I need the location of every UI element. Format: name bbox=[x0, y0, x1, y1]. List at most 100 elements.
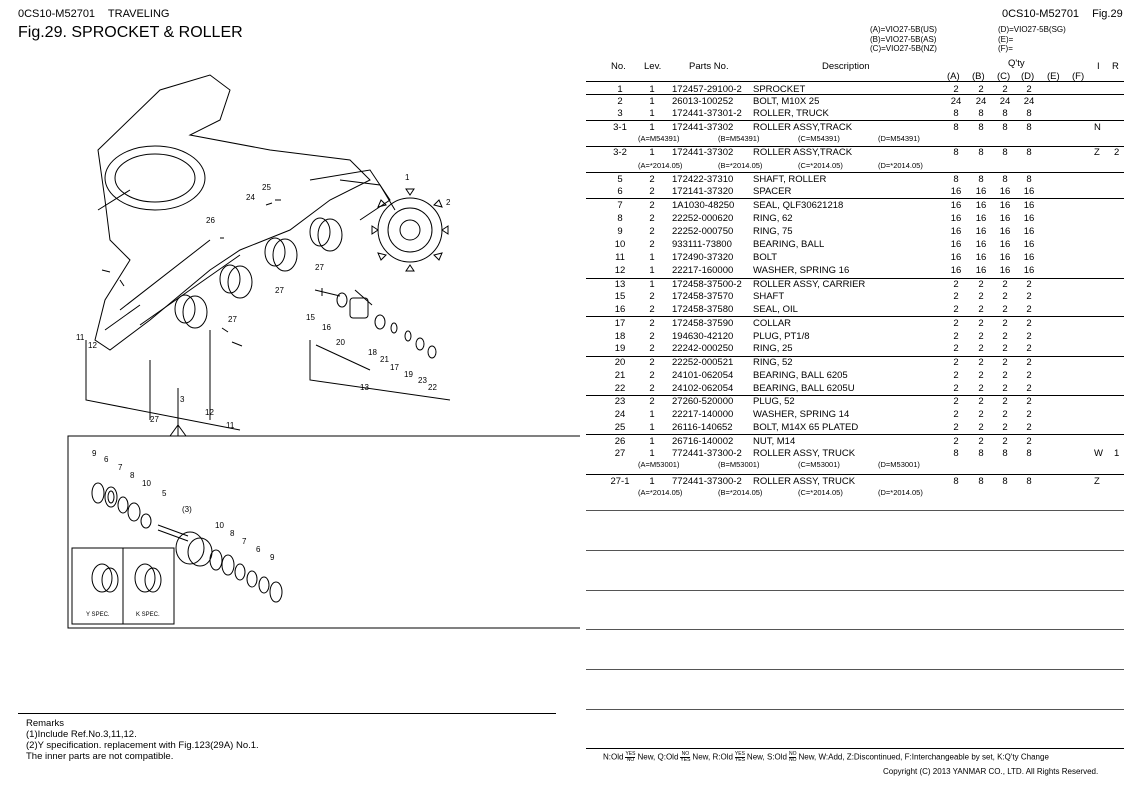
cell-no: 1 bbox=[617, 84, 623, 95]
cell-parts: 22242-000250 bbox=[672, 343, 734, 354]
cell-lev: 1 bbox=[649, 436, 655, 447]
cell-c: 2 bbox=[1002, 436, 1008, 447]
catalog-header-right: 0CS10-M52701 Fig.29 bbox=[1002, 8, 1133, 20]
callout-27b: 27 bbox=[275, 286, 284, 295]
cell-b: 2 bbox=[978, 409, 984, 420]
cell-b: 16 bbox=[975, 200, 987, 211]
cell-lev: 2 bbox=[649, 186, 655, 197]
cell-no: 27 bbox=[614, 448, 626, 459]
callout-15: 15 bbox=[306, 313, 315, 322]
cell-i: Z bbox=[1094, 476, 1100, 487]
cell-b: 2 bbox=[978, 383, 984, 394]
cell-b: 8 bbox=[978, 476, 984, 487]
cell-c: 2 bbox=[1002, 318, 1008, 329]
exploded-parts-diagram: 1 2 25 24 26 27 27 27 27 15 16 20 18 21 … bbox=[67, 74, 580, 629]
cell-b: 2 bbox=[978, 279, 984, 290]
cell-c: 2 bbox=[1002, 396, 1008, 407]
cell-c: 2 bbox=[1002, 84, 1008, 95]
callout-1: 1 bbox=[405, 173, 410, 182]
cell-lev: 1 bbox=[649, 84, 655, 95]
cell-d: 2 bbox=[1026, 383, 1032, 394]
cell-d: 8 bbox=[1026, 147, 1032, 158]
cell-d: 16 bbox=[1023, 186, 1035, 197]
callout-20: 20 bbox=[336, 338, 345, 347]
callout-18: 18 bbox=[368, 348, 377, 357]
cell-desc: ROLLER ASSY,TRACK bbox=[753, 122, 853, 133]
cell-parts: 24101-062054 bbox=[672, 370, 734, 381]
col-no: No. bbox=[611, 61, 626, 72]
row-group-rule bbox=[586, 146, 1124, 147]
cell-b: 16 bbox=[975, 252, 987, 263]
section-name: TRAVELING bbox=[107, 8, 170, 20]
legend-s: S:Old bbox=[766, 752, 787, 762]
cell-parts: 172458-37590 bbox=[672, 318, 734, 329]
model-c: (C)=VIO27-5B(NZ) bbox=[870, 44, 937, 53]
cell-desc: RING, 62 bbox=[753, 213, 793, 224]
cell-desc: ROLLER ASSY, TRUCK bbox=[753, 448, 856, 459]
cell-a: 2 bbox=[953, 422, 959, 433]
cell-parts: 172458-37580 bbox=[672, 304, 734, 315]
table-subrow: (A=M53001)(B=M53001)(C=M53001)(D=M53001) bbox=[586, 460, 1126, 470]
cell-b: 8 bbox=[978, 147, 984, 158]
col-r: R bbox=[1112, 61, 1119, 72]
cell-b: 16 bbox=[975, 265, 987, 276]
cell-no: 6 bbox=[617, 186, 623, 197]
callout-10b: 10 bbox=[215, 521, 224, 530]
legend-r-to: New, bbox=[746, 752, 765, 762]
cell-lev: 2 bbox=[649, 304, 655, 315]
cell-c: 16 bbox=[999, 226, 1011, 237]
cell-lev: 1 bbox=[649, 147, 655, 158]
row-group-rule bbox=[586, 198, 1124, 199]
cell-c: 2 bbox=[1002, 304, 1008, 315]
cell-no: 17 bbox=[614, 318, 626, 329]
cell-lev: 2 bbox=[649, 331, 655, 342]
callout-16: 16 bbox=[322, 323, 331, 332]
cell-c: 8 bbox=[1002, 174, 1008, 185]
cell-b: 2 bbox=[978, 291, 984, 302]
cell-b: 2 bbox=[978, 357, 984, 368]
cell-b: 2 bbox=[978, 84, 984, 95]
callout-17: 17 bbox=[390, 363, 399, 372]
col-e: (E) bbox=[1047, 71, 1060, 82]
cell-lev: 2 bbox=[649, 370, 655, 381]
cell-parts: 172441-37302 bbox=[672, 122, 734, 133]
legend-q: Q:Old bbox=[657, 752, 679, 762]
cell-parts: 194630-42120 bbox=[672, 331, 734, 342]
col-c: (C) bbox=[997, 71, 1011, 82]
col-f: (F) bbox=[1072, 71, 1085, 82]
cell-d: 8 bbox=[1026, 476, 1032, 487]
col-d: (D) bbox=[1021, 71, 1035, 82]
cell-a: 8 bbox=[953, 174, 959, 185]
table-subrow: (A=*2014.05)(B=*2014.05)(C=*2014.05)(D=*… bbox=[586, 161, 1126, 171]
callout-24: 24 bbox=[246, 193, 255, 202]
header-rule bbox=[586, 81, 1124, 82]
legend-s-to: New, bbox=[798, 752, 817, 762]
cell-b: 16 bbox=[975, 213, 987, 224]
cell-a: 16 bbox=[950, 226, 962, 237]
cell-parts: 22252-000521 bbox=[672, 357, 734, 368]
cell-lev: 1 bbox=[649, 422, 655, 433]
cell-lev: 1 bbox=[649, 96, 655, 107]
col-qty: Q'ty bbox=[1008, 58, 1025, 69]
cell-no: 20 bbox=[614, 357, 626, 368]
remarks-title: Remarks bbox=[26, 718, 65, 729]
callout-7a: 7 bbox=[118, 463, 123, 472]
cell-desc: PLUG, PT1/8 bbox=[753, 331, 810, 342]
cell-no: 9 bbox=[617, 226, 623, 237]
remarks: Remarks (1)Include Ref.No.3,11,12. (2)Y … bbox=[26, 718, 259, 762]
cell-parts: 172441-37301-2 bbox=[672, 108, 742, 119]
cell-a: 2 bbox=[953, 343, 959, 354]
cell-c: 2 bbox=[1002, 370, 1008, 381]
row-group-rule bbox=[586, 172, 1124, 173]
cell-c: 2 bbox=[1002, 422, 1008, 433]
cell-a: 16 bbox=[950, 200, 962, 211]
cell-b: 2 bbox=[978, 343, 984, 354]
cell-parts: 22217-140000 bbox=[672, 409, 734, 420]
